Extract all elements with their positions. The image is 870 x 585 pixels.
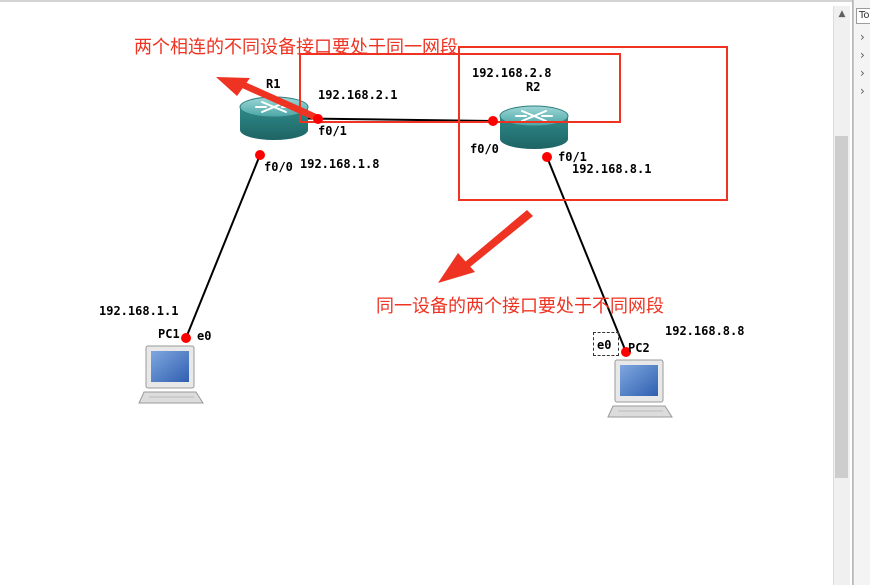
pc2-e0-port[interactable] bbox=[621, 347, 631, 357]
arrow-bottom-note bbox=[438, 210, 533, 283]
pc2-e0-selection-box bbox=[593, 332, 619, 356]
r1-f0-1-port[interactable] bbox=[313, 114, 323, 124]
arrow-top-note bbox=[216, 77, 321, 122]
vertical-scrollbar[interactable]: ▲ bbox=[833, 6, 850, 585]
router-r2-icon bbox=[499, 105, 569, 149]
r1-f0-0-label: f0/0 bbox=[264, 160, 293, 174]
chevron-right-icon[interactable]: › bbox=[860, 30, 865, 44]
r1-f0-1-ip: 192.168.2.1 bbox=[318, 88, 398, 102]
side-panel-header[interactable]: To bbox=[856, 8, 870, 24]
r1-f0-0-port[interactable] bbox=[255, 150, 265, 160]
r2-f0-1-ip: 192.168.8.1 bbox=[572, 162, 652, 176]
side-panel: To › › › › bbox=[853, 0, 870, 585]
pc1-ip: 192.168.1.1 bbox=[99, 304, 179, 318]
chevron-right-icon[interactable]: › bbox=[860, 48, 865, 62]
pc1-label[interactable]: PC1 bbox=[158, 327, 180, 341]
r2-f0-1-label: f0/1 bbox=[558, 150, 587, 164]
router-r2-label[interactable]: R2 bbox=[526, 80, 541, 94]
highlight-box-r2 bbox=[458, 46, 728, 201]
annotation-top-note: 两个相连的不同设备接口要处于同一网段 bbox=[134, 37, 458, 58]
link-r1-pc1 bbox=[185, 154, 261, 339]
pc2-ip: 192.168.8.8 bbox=[665, 324, 745, 338]
canvas-top-border bbox=[0, 0, 852, 2]
chevron-right-icon[interactable]: › bbox=[860, 66, 865, 80]
chevron-right-icon[interactable]: › bbox=[860, 84, 865, 98]
scroll-up-arrow-icon[interactable]: ▲ bbox=[838, 9, 846, 19]
annotation-bottom-note: 同一设备的两个接口要处于不同网段 bbox=[376, 296, 664, 317]
pc1-icon bbox=[138, 345, 204, 404]
pc1-e0-label: e0 bbox=[197, 329, 212, 343]
r2-f0-0-port[interactable] bbox=[488, 116, 498, 126]
r1-f0-1-label: f0/1 bbox=[318, 124, 347, 138]
scroll-thumb[interactable] bbox=[835, 136, 848, 478]
r1-f0-0-ip: 192.168.1.8 bbox=[300, 157, 380, 171]
pc2-label[interactable]: PC2 bbox=[628, 341, 650, 355]
topology-drawing bbox=[138, 46, 728, 418]
pc1-e0-port[interactable] bbox=[181, 333, 191, 343]
pc2-e0-label: e0 bbox=[597, 338, 612, 352]
router-r1-icon bbox=[239, 96, 309, 140]
r2-f0-0-ip: 192.168.2.8 bbox=[472, 66, 552, 80]
link-r2-pc2 bbox=[546, 156, 627, 353]
router-r1-label[interactable]: R1 bbox=[266, 77, 281, 91]
r2-f0-0-label: f0/0 bbox=[470, 142, 499, 156]
r2-f0-1-port[interactable] bbox=[542, 152, 552, 162]
pc2-icon bbox=[607, 359, 673, 418]
